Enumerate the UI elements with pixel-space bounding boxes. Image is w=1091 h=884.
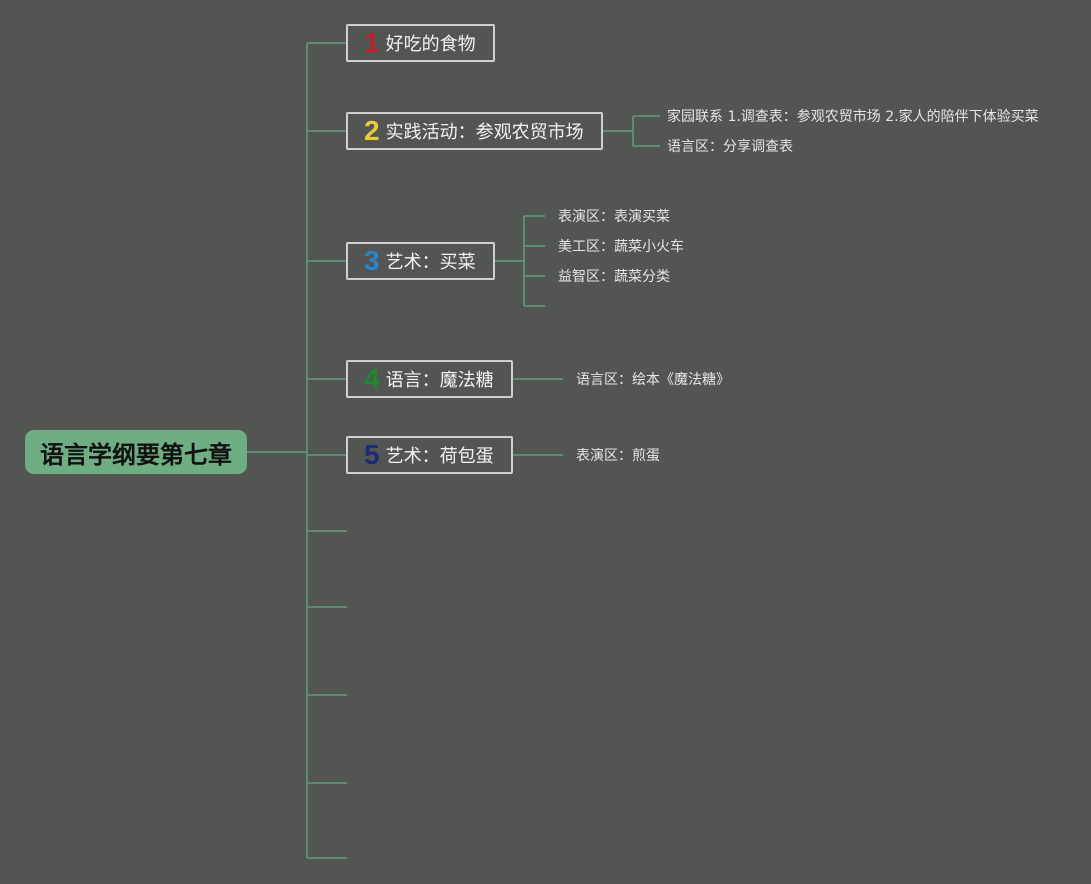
leaf-t5-1[interactable]: 表演区：煎蛋: [576, 448, 660, 464]
root-topic[interactable]: 语言学纲要第七章: [25, 430, 247, 474]
t3-sub-connector: [495, 215, 545, 307]
topic-label: 艺术：荷包蛋: [385, 446, 494, 467]
leaf-t2-2[interactable]: 语言区：分享调查表: [667, 139, 793, 155]
topic-label: 实践活动：参观农贸市场: [385, 122, 584, 143]
topic-number: 4: [364, 363, 380, 394]
topic-label: 语言：魔法糖: [385, 370, 494, 391]
topic-number: 2: [364, 115, 380, 146]
t2-sub-connector: [603, 115, 660, 147]
topic-number: 5: [364, 439, 380, 470]
topic-3[interactable]: 3 艺术：买菜: [346, 242, 495, 280]
topic-number: 1: [364, 27, 380, 58]
topic-label: 好吃的食物: [385, 34, 476, 55]
topic-label: 艺术：买菜: [385, 252, 476, 273]
leaf-t2-1[interactable]: 家园联系 1.调查表：参观农贸市场 2.家人的陪伴下体验买菜: [667, 109, 1039, 125]
topic-2[interactable]: 2 实践活动：参观农贸市场: [346, 112, 603, 150]
topic-1[interactable]: 1 好吃的食物: [346, 24, 495, 62]
leaf-t3-2[interactable]: 美工区：蔬菜小火车: [558, 239, 684, 255]
leaf-t3-1[interactable]: 表演区：表演买菜: [558, 209, 670, 225]
leaf-t4-1[interactable]: 语言区：绘本《魔法糖》: [576, 372, 730, 388]
topic-5[interactable]: 5 艺术：荷包蛋: [346, 436, 513, 474]
topic-4[interactable]: 4 语言：魔法糖: [346, 360, 513, 398]
leaf-t3-3[interactable]: 益智区：蔬菜分类: [558, 269, 670, 285]
topic-number: 3: [364, 245, 380, 276]
root-label: 语言学纲要第七章: [40, 440, 232, 469]
